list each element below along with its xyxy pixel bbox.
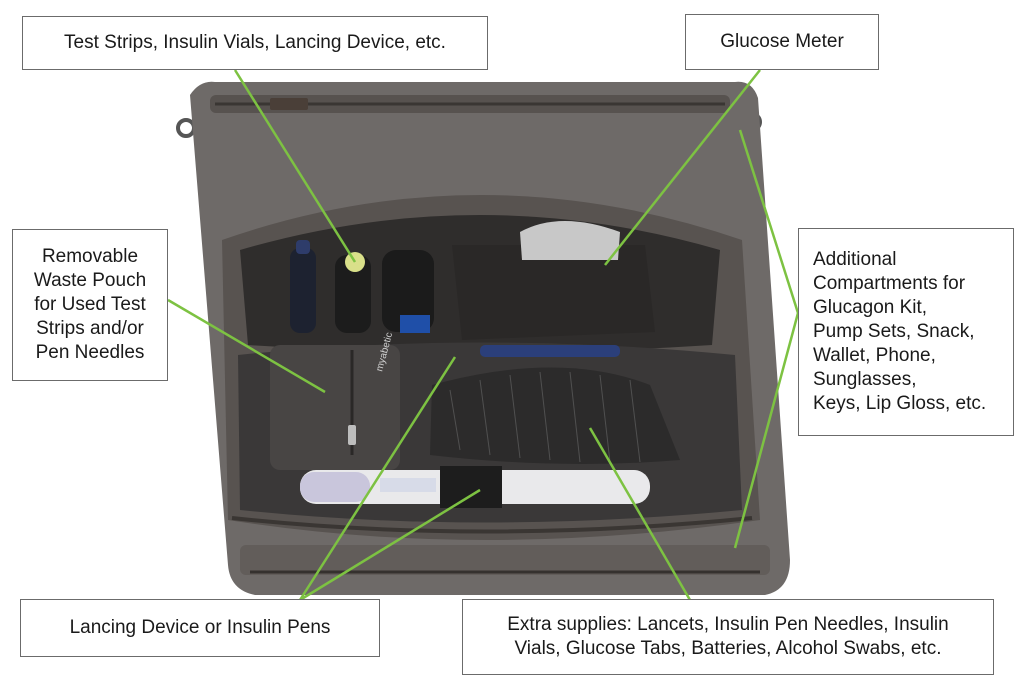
callout-test-strips-text: Test Strips, Insulin Vials, Lancing Devi… (64, 32, 446, 53)
callout-extra-supplies: Extra supplies: Lancets, Insulin Pen Nee… (462, 599, 994, 675)
callout-glucose-meter: Glucose Meter (685, 14, 879, 70)
callout-glucose-meter-text: Glucose Meter (720, 31, 844, 52)
callout-lancing-device-text: Lancing Device or Insulin Pens (69, 617, 331, 638)
callout-additional-compartments: Additional Compartments for Glucagon Kit… (798, 228, 1014, 436)
callout-lancing-device: Lancing Device or Insulin Pens (20, 599, 380, 657)
callout-test-strips: Test Strips, Insulin Vials, Lancing Devi… (22, 16, 488, 70)
callout-waste-pouch: Removable Waste Pouch for Used Test Stri… (12, 229, 168, 381)
callout-extra-supplies-text: Extra supplies: Lancets, Insulin Pen Nee… (507, 614, 949, 659)
callout-waste-pouch-text: Removable Waste Pouch for Used Test Stri… (33, 246, 147, 363)
callout-additional-compartments-text: Additional Compartments for Glucagon Kit… (813, 249, 987, 414)
